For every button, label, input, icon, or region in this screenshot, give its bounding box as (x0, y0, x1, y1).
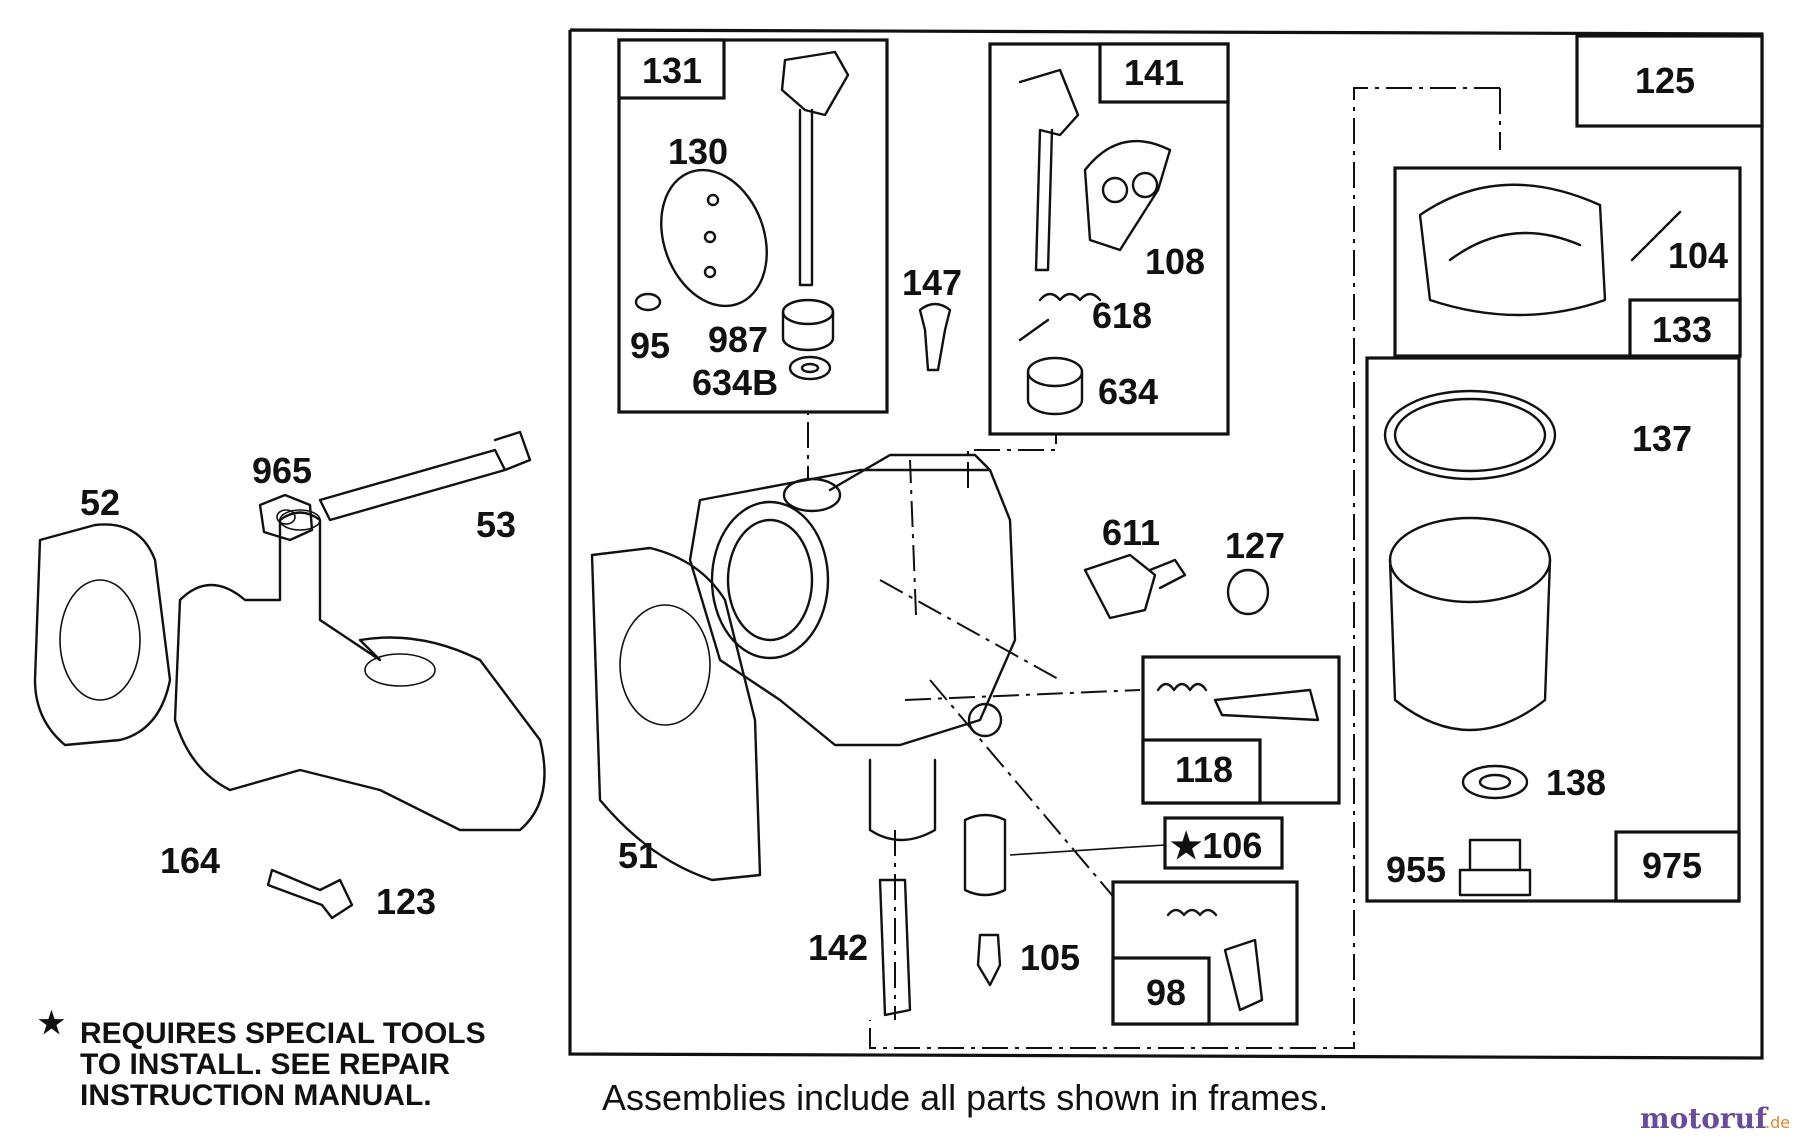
frame-141 (988, 42, 1230, 436)
frame-125 (1575, 34, 1764, 128)
label-95: 95 (630, 325, 670, 366)
tube-142-part (878, 878, 912, 1017)
frame-118 (1141, 655, 1341, 805)
label-133: 133 (1652, 309, 1712, 350)
nut-955-part (1458, 838, 1532, 897)
carburetor-body-part (688, 453, 1017, 842)
label-118: 118 (1175, 749, 1233, 790)
label-138: 138 (1546, 762, 1606, 803)
float-part (1418, 183, 1607, 317)
screw-98-part (1223, 938, 1264, 1012)
note-line-1: REQUIRES SPECIAL TOOLS (80, 1017, 486, 1050)
needle-105-part (976, 933, 1002, 987)
assemblies-caption: Assemblies include all parts shown in fr… (602, 1077, 1328, 1118)
watermark-brand: motoruf (1640, 1102, 1769, 1135)
gasket-137-part (1383, 389, 1557, 481)
jet-106-part (963, 813, 1007, 897)
label-164: 164 (160, 840, 220, 881)
float-pin-part (1630, 210, 1682, 262)
gasket-52-part (33, 523, 172, 747)
spring-618-part (1018, 292, 1102, 342)
label-52: 52 (80, 482, 120, 523)
label-105: 105 (1020, 937, 1080, 978)
watermark-logo: motoruf .de (1640, 1102, 1790, 1135)
frame-106 (1163, 816, 1284, 870)
label-51: 51 (618, 835, 658, 876)
label-137: 137 (1632, 418, 1692, 459)
stud-53-part (318, 430, 532, 522)
label-634: 634 (1098, 371, 1158, 412)
part-labels: 52 965 53 164 123 51 131 130 95 987 634B… (80, 50, 1728, 1013)
label-106: ★106 (1170, 825, 1262, 866)
washer-138-part (1461, 764, 1529, 800)
choke-plate-part (1083, 139, 1172, 252)
watermark-suffix: .de (1765, 1113, 1790, 1132)
fitting-611-part (1083, 553, 1187, 620)
screw-147-part (918, 302, 952, 372)
frame-133 (1393, 166, 1742, 358)
label-634b: 634B (692, 362, 778, 403)
label-955: 955 (1386, 849, 1446, 890)
label-53: 53 (476, 504, 516, 545)
needle-118-part (1213, 688, 1320, 722)
label-987: 987 (708, 319, 768, 360)
screw-123-part (266, 868, 354, 920)
spring-118-part (1156, 682, 1208, 692)
seal-634b-part (788, 355, 832, 381)
special-tools-note: ★ REQUIRES SPECIAL TOOLS TO INSTALL. SEE… (38, 1007, 486, 1112)
label-131: 131 (642, 50, 702, 91)
frame-131 (617, 38, 889, 414)
label-147: 147 (902, 262, 962, 303)
screw-95-part (634, 292, 662, 312)
label-123: 123 (376, 881, 436, 922)
label-975: 975 (1642, 845, 1702, 886)
label-104: 104 (1668, 235, 1728, 276)
note-line-3: INSTRUCTION MANUAL. (80, 1079, 432, 1112)
gasket-51-part (590, 546, 762, 882)
label-618: 618 (1092, 295, 1152, 336)
label-130: 130 (668, 131, 728, 172)
label-611: 611 (1102, 512, 1160, 553)
label-141: 141 (1124, 52, 1184, 93)
choke-shaft-part (1018, 68, 1080, 272)
label-142: 142 (808, 927, 868, 968)
frame-98 (1111, 880, 1299, 1026)
label-98: 98 (1146, 972, 1186, 1013)
note-line-2: TO INSTALL. SEE REPAIR (80, 1048, 450, 1081)
note-star-icon: ★ (38, 1007, 65, 1040)
nut-965-part (258, 493, 314, 542)
plug-127-part (1226, 568, 1270, 616)
label-125: 125 (1635, 60, 1695, 101)
label-108: 108 (1145, 241, 1205, 282)
throttle-shaft-part (780, 50, 850, 287)
label-965: 965 (252, 450, 312, 491)
spring-98-part (1166, 908, 1218, 917)
intake-manifold-164-part (173, 511, 546, 832)
label-127: 127 (1225, 525, 1285, 566)
throttle-plate-part (660, 168, 768, 308)
frame-975 (1365, 356, 1741, 903)
main-assembly-frame (568, 28, 1764, 1060)
